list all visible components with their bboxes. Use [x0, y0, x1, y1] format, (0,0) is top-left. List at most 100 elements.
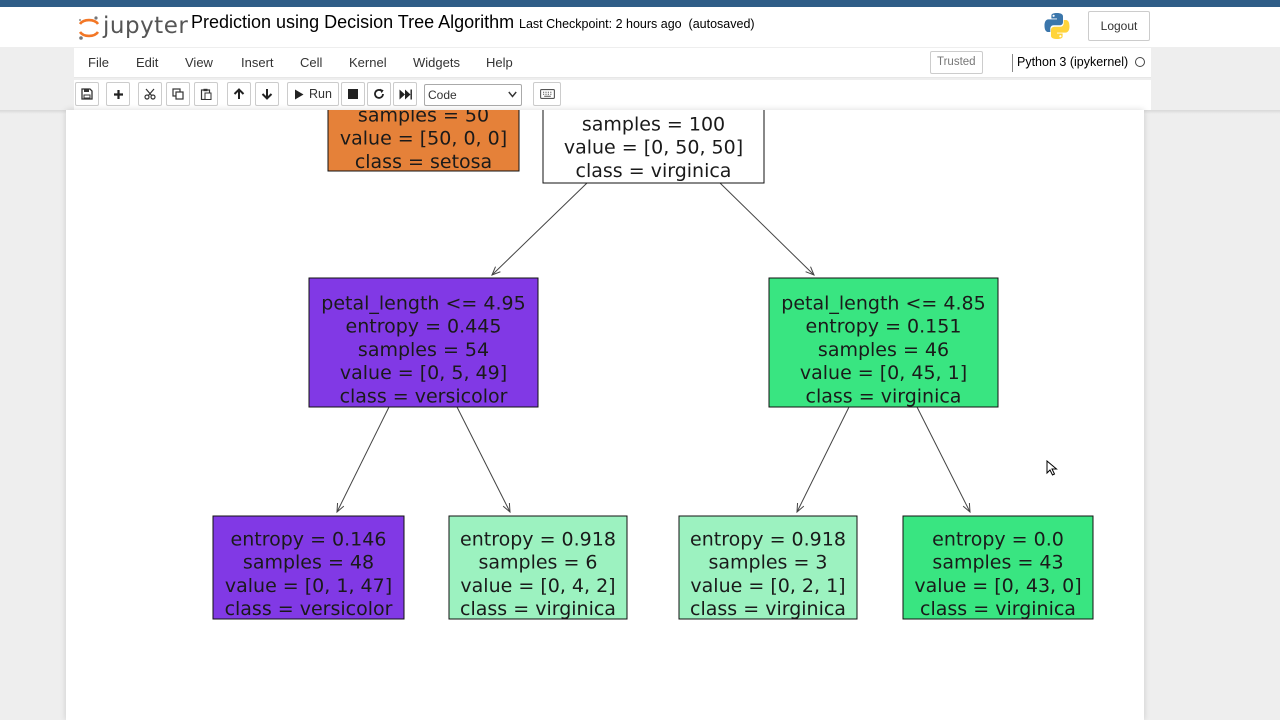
keyboard-icon [539, 89, 555, 99]
cell-type-value: Code [428, 88, 457, 102]
tree-edge-arrowhead [796, 502, 805, 514]
fast-forward-icon [399, 89, 412, 99]
tree-node-label: class = virginica [690, 598, 846, 620]
menu-insert[interactable]: Insert [241, 55, 274, 70]
tree-node-box [678, 515, 858, 620]
arrow-down-icon [261, 89, 273, 100]
tree-edge-arrowhead [336, 502, 345, 514]
tree-node-label: class = setosa [355, 151, 492, 173]
menu-file[interactable]: File [88, 55, 109, 70]
tree-node-box [902, 515, 1094, 620]
kernel-separator [1012, 54, 1013, 72]
tree-edges [336, 182, 971, 514]
tree-edge-arrowhead [502, 502, 511, 514]
jupyter-logo-icon [78, 16, 100, 40]
tree-node-label: samples = 54 [358, 339, 489, 361]
tree-node-label: samples = 6 [478, 552, 597, 574]
menu-cell[interactable]: Cell [300, 55, 323, 70]
paste-icon [200, 88, 212, 100]
play-icon [295, 89, 304, 99]
tree-node-label: value = [50, 0, 0] [340, 128, 507, 150]
kernel-name[interactable]: Python 3 (ipykernel) [1017, 55, 1129, 69]
chevron-down-icon [508, 91, 517, 98]
tree-node-label: petal_length <= 4.85 [781, 293, 985, 315]
tree-node-label: entropy = 0.918 [690, 529, 846, 551]
save-button[interactable] [75, 82, 99, 106]
cut-icon [144, 88, 156, 100]
tree-node-box [327, 110, 520, 172]
tree-node-label: class = versicolor [340, 385, 508, 407]
command-palette-button[interactable] [533, 82, 561, 106]
tree-node-label: entropy = 0.445 [346, 316, 502, 338]
restart-button[interactable] [367, 82, 391, 106]
tree-node-label: entropy = 0.146 [231, 529, 387, 551]
menu-edit[interactable]: Edit [136, 55, 159, 70]
menu-widgets[interactable]: Widgets [413, 55, 460, 70]
tree-edge [719, 182, 815, 276]
jupyter-logo-text: jupyter [103, 13, 189, 39]
tree-node-label: value = [0, 5, 49] [340, 362, 507, 384]
tree-node-label: samples = 50 [358, 110, 489, 127]
run-label: Run [309, 87, 332, 101]
tree-node-label: class = virginica [806, 385, 962, 407]
tree-node-label: value = [0, 4, 2] [460, 575, 615, 597]
tree-node-label: class = virginica [920, 598, 1076, 620]
tree-node-label: value = [0, 50, 50] [564, 137, 743, 159]
tree-node-box [768, 277, 999, 408]
interrupt-button[interactable] [341, 82, 365, 106]
tree-edge [491, 182, 588, 276]
tree-node-label: samples = 46 [818, 339, 949, 361]
menu-kernel[interactable]: Kernel [349, 55, 387, 70]
checkpoint-status: Last Checkpoint: 2 hours ago (autosaved) [519, 17, 755, 31]
tree-node-label: samples = 3 [708, 552, 827, 574]
plus-icon [113, 89, 123, 99]
cut-button[interactable] [138, 82, 162, 106]
copy-icon [172, 88, 184, 100]
tree-node-box [308, 277, 539, 408]
trusted-badge[interactable]: Trusted [930, 51, 983, 74]
kernel-status-idle-icon [1135, 57, 1145, 67]
notebook-title[interactable]: Prediction using Decision Tree Algorithm [191, 12, 515, 32]
tree-edge-arrowhead [805, 266, 815, 276]
tree-node-box [542, 110, 765, 184]
tree-node-label: samples = 43 [932, 552, 1063, 574]
notebook-header: jupyter Prediction using Decision Tree A… [0, 7, 1280, 47]
arrow-up-icon [233, 88, 245, 99]
tree-node-box [212, 515, 405, 620]
menu-view[interactable]: View [185, 55, 213, 70]
tree-node-label: samples = 100 [582, 114, 725, 136]
menu-help[interactable]: Help [486, 55, 513, 70]
cell-type-select[interactable]: Code [424, 84, 522, 106]
tree-node-label: value = [0, 45, 1] [800, 362, 967, 384]
tree-node-label: value = [0, 2, 1] [690, 575, 845, 597]
run-button[interactable]: Run [287, 82, 339, 106]
restart-run-all-button[interactable] [393, 82, 417, 106]
stop-icon [348, 89, 358, 99]
tree-edge-arrowhead [491, 266, 501, 276]
move-up-button[interactable] [227, 82, 251, 106]
tree-node-label: entropy = 0.151 [806, 316, 962, 338]
logout-button[interactable]: Logout [1088, 11, 1150, 41]
copy-button[interactable] [166, 82, 190, 106]
tree-edge [916, 406, 971, 513]
save-icon [81, 88, 93, 100]
insert-cell-button[interactable] [106, 82, 130, 106]
tree-node-label: value = [0, 43, 0] [914, 575, 1081, 597]
menu-bar: File Edit View Insert Cell Kernel Widget… [74, 48, 1151, 78]
move-down-button[interactable] [255, 82, 279, 106]
jupyter-logo[interactable]: jupyter [77, 13, 189, 45]
paste-button[interactable] [194, 82, 218, 106]
mouse-cursor-icon [1046, 460, 1058, 476]
tree-node-label: class = virginica [576, 160, 732, 182]
tree-node-label: class = versicolor [225, 598, 393, 620]
